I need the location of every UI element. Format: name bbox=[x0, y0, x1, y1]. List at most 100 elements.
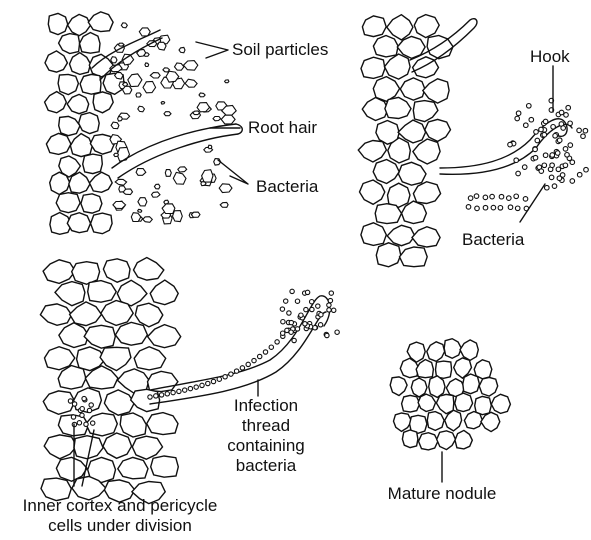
bacterium bbox=[290, 289, 294, 293]
plant-cell bbox=[88, 12, 113, 32]
plant-cell bbox=[103, 433, 132, 458]
plant-cell bbox=[55, 282, 85, 306]
plant-cell bbox=[84, 325, 115, 348]
label-infection-thread-4: bacteria bbox=[236, 456, 297, 475]
plant-cell bbox=[387, 15, 413, 40]
soil-particle bbox=[117, 148, 129, 162]
label-hook: Hook bbox=[530, 47, 570, 66]
bacterium bbox=[507, 196, 512, 201]
bacteria-leader bbox=[218, 160, 248, 184]
bacterium bbox=[474, 194, 479, 199]
plant-cell bbox=[491, 394, 510, 413]
soil-particle bbox=[138, 106, 145, 112]
bacterium bbox=[72, 402, 76, 406]
soil-particle bbox=[193, 111, 200, 115]
bacterium bbox=[289, 330, 293, 334]
bacterium bbox=[305, 290, 309, 294]
nodule-cells bbox=[390, 339, 510, 450]
bacterium bbox=[564, 113, 569, 118]
bacterium bbox=[313, 326, 317, 330]
bacterium bbox=[77, 421, 81, 425]
soil-particle bbox=[123, 83, 128, 87]
plant-cell bbox=[455, 393, 473, 411]
bacterium bbox=[211, 379, 215, 383]
plant-cell bbox=[46, 133, 71, 154]
bacterium bbox=[200, 383, 204, 387]
bacterium bbox=[80, 413, 84, 417]
soil-particle bbox=[118, 43, 124, 46]
bacterium bbox=[280, 307, 284, 311]
bacterium bbox=[490, 194, 495, 199]
plant-cell bbox=[390, 377, 407, 396]
bacterium bbox=[325, 333, 329, 337]
bacterium bbox=[466, 205, 471, 210]
bacterium bbox=[557, 176, 562, 181]
soil-particle bbox=[152, 192, 161, 197]
infection-thread bbox=[150, 296, 330, 404]
bacterium bbox=[543, 119, 548, 124]
plant-cell bbox=[118, 457, 148, 478]
soil-particle bbox=[225, 80, 229, 83]
plant-cell bbox=[376, 243, 400, 267]
soil-particle bbox=[221, 115, 235, 124]
bacterium bbox=[194, 385, 198, 389]
bacterium bbox=[316, 304, 320, 308]
plant-cell bbox=[45, 51, 67, 72]
bacterium bbox=[229, 372, 233, 376]
label-infection-thread-1: Infection bbox=[234, 396, 298, 415]
plant-cell bbox=[93, 92, 113, 113]
plant-cell bbox=[40, 304, 71, 325]
bacterium bbox=[508, 205, 513, 210]
plant-cell bbox=[120, 413, 146, 437]
bacterium bbox=[252, 358, 256, 362]
bacterium bbox=[514, 194, 519, 199]
plant-cell bbox=[362, 98, 388, 121]
plant-cell bbox=[402, 395, 420, 412]
bacterium bbox=[581, 134, 586, 139]
bacterium bbox=[551, 125, 556, 130]
plant-cell bbox=[147, 413, 178, 435]
bacterium bbox=[165, 392, 169, 396]
plant-cell bbox=[70, 302, 102, 326]
root-hair-tip bbox=[236, 124, 242, 134]
plant-cell bbox=[387, 225, 415, 245]
bacterium bbox=[329, 291, 333, 295]
plant-cell bbox=[413, 101, 438, 122]
plant-cell bbox=[50, 172, 70, 194]
plant-cell bbox=[418, 394, 436, 411]
bacterium bbox=[563, 163, 568, 168]
plant-cell bbox=[373, 160, 399, 184]
plant-cell bbox=[427, 412, 444, 431]
plant-cell bbox=[67, 94, 89, 113]
plant-cell bbox=[413, 139, 440, 164]
plant-cell bbox=[414, 15, 439, 38]
bacterium bbox=[304, 307, 308, 311]
soil-particle bbox=[121, 23, 127, 28]
soil-particle bbox=[191, 212, 200, 217]
plant-cell bbox=[481, 412, 500, 431]
plant-cell bbox=[423, 79, 449, 103]
bacterium bbox=[292, 338, 296, 342]
bacterium bbox=[498, 206, 503, 211]
plant-cell bbox=[90, 172, 113, 192]
label-infection-thread-2: thread bbox=[242, 416, 290, 435]
bacterium bbox=[555, 151, 560, 156]
label-mature-nodule: Mature nodule bbox=[388, 484, 497, 503]
plant-cell bbox=[460, 340, 478, 360]
bacterium bbox=[542, 163, 547, 168]
soil-particles bbox=[110, 23, 236, 224]
bacterium bbox=[527, 104, 532, 109]
soil-particle bbox=[202, 170, 213, 182]
bacterium bbox=[246, 362, 250, 366]
plant-cell bbox=[361, 223, 386, 246]
bacterium bbox=[287, 311, 291, 315]
cortex-cells-3 bbox=[40, 258, 180, 504]
plant-cell bbox=[67, 213, 90, 233]
plant-cell bbox=[427, 342, 445, 362]
plant-cell bbox=[48, 13, 67, 34]
soil-particle bbox=[111, 122, 119, 129]
bacterium bbox=[483, 195, 488, 200]
bacterium bbox=[206, 381, 210, 385]
plant-cell bbox=[402, 430, 418, 448]
